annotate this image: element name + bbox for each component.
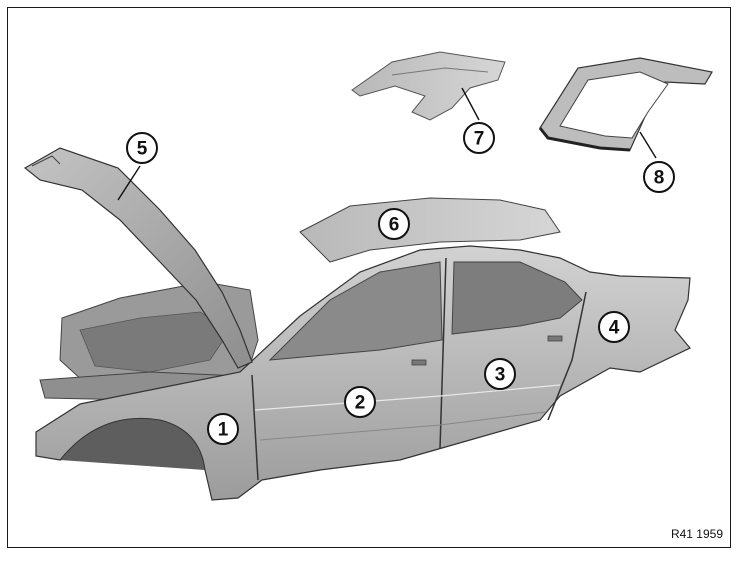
- callout-8-label: 8: [654, 168, 665, 189]
- callout-1-label: 1: [218, 420, 229, 441]
- callout-8: 8: [643, 161, 675, 193]
- callout-7: 7: [463, 122, 495, 154]
- callout-5-label: 5: [137, 139, 148, 160]
- callout-4: 4: [598, 311, 630, 343]
- callout-6-label: 6: [389, 215, 400, 236]
- callout-3: 3: [484, 358, 516, 390]
- body-side-frame: [35, 245, 691, 501]
- callout-6: 6: [378, 208, 410, 240]
- roof-panel: [299, 197, 561, 263]
- reference-code: R41 1959: [670, 527, 723, 541]
- leader-lines: [117, 87, 657, 201]
- callout-4-label: 4: [609, 318, 620, 339]
- callout-1: 1: [207, 413, 239, 445]
- sunroof-panel: [351, 51, 506, 121]
- callout-3-label: 3: [495, 365, 506, 386]
- callout-5: 5: [126, 132, 158, 164]
- callout-2: 2: [344, 386, 376, 418]
- hood-panel: [23, 147, 253, 369]
- callout-2-label: 2: [355, 393, 366, 414]
- callout-7-label: 7: [474, 129, 485, 150]
- roof-frame-assembly: [538, 57, 713, 152]
